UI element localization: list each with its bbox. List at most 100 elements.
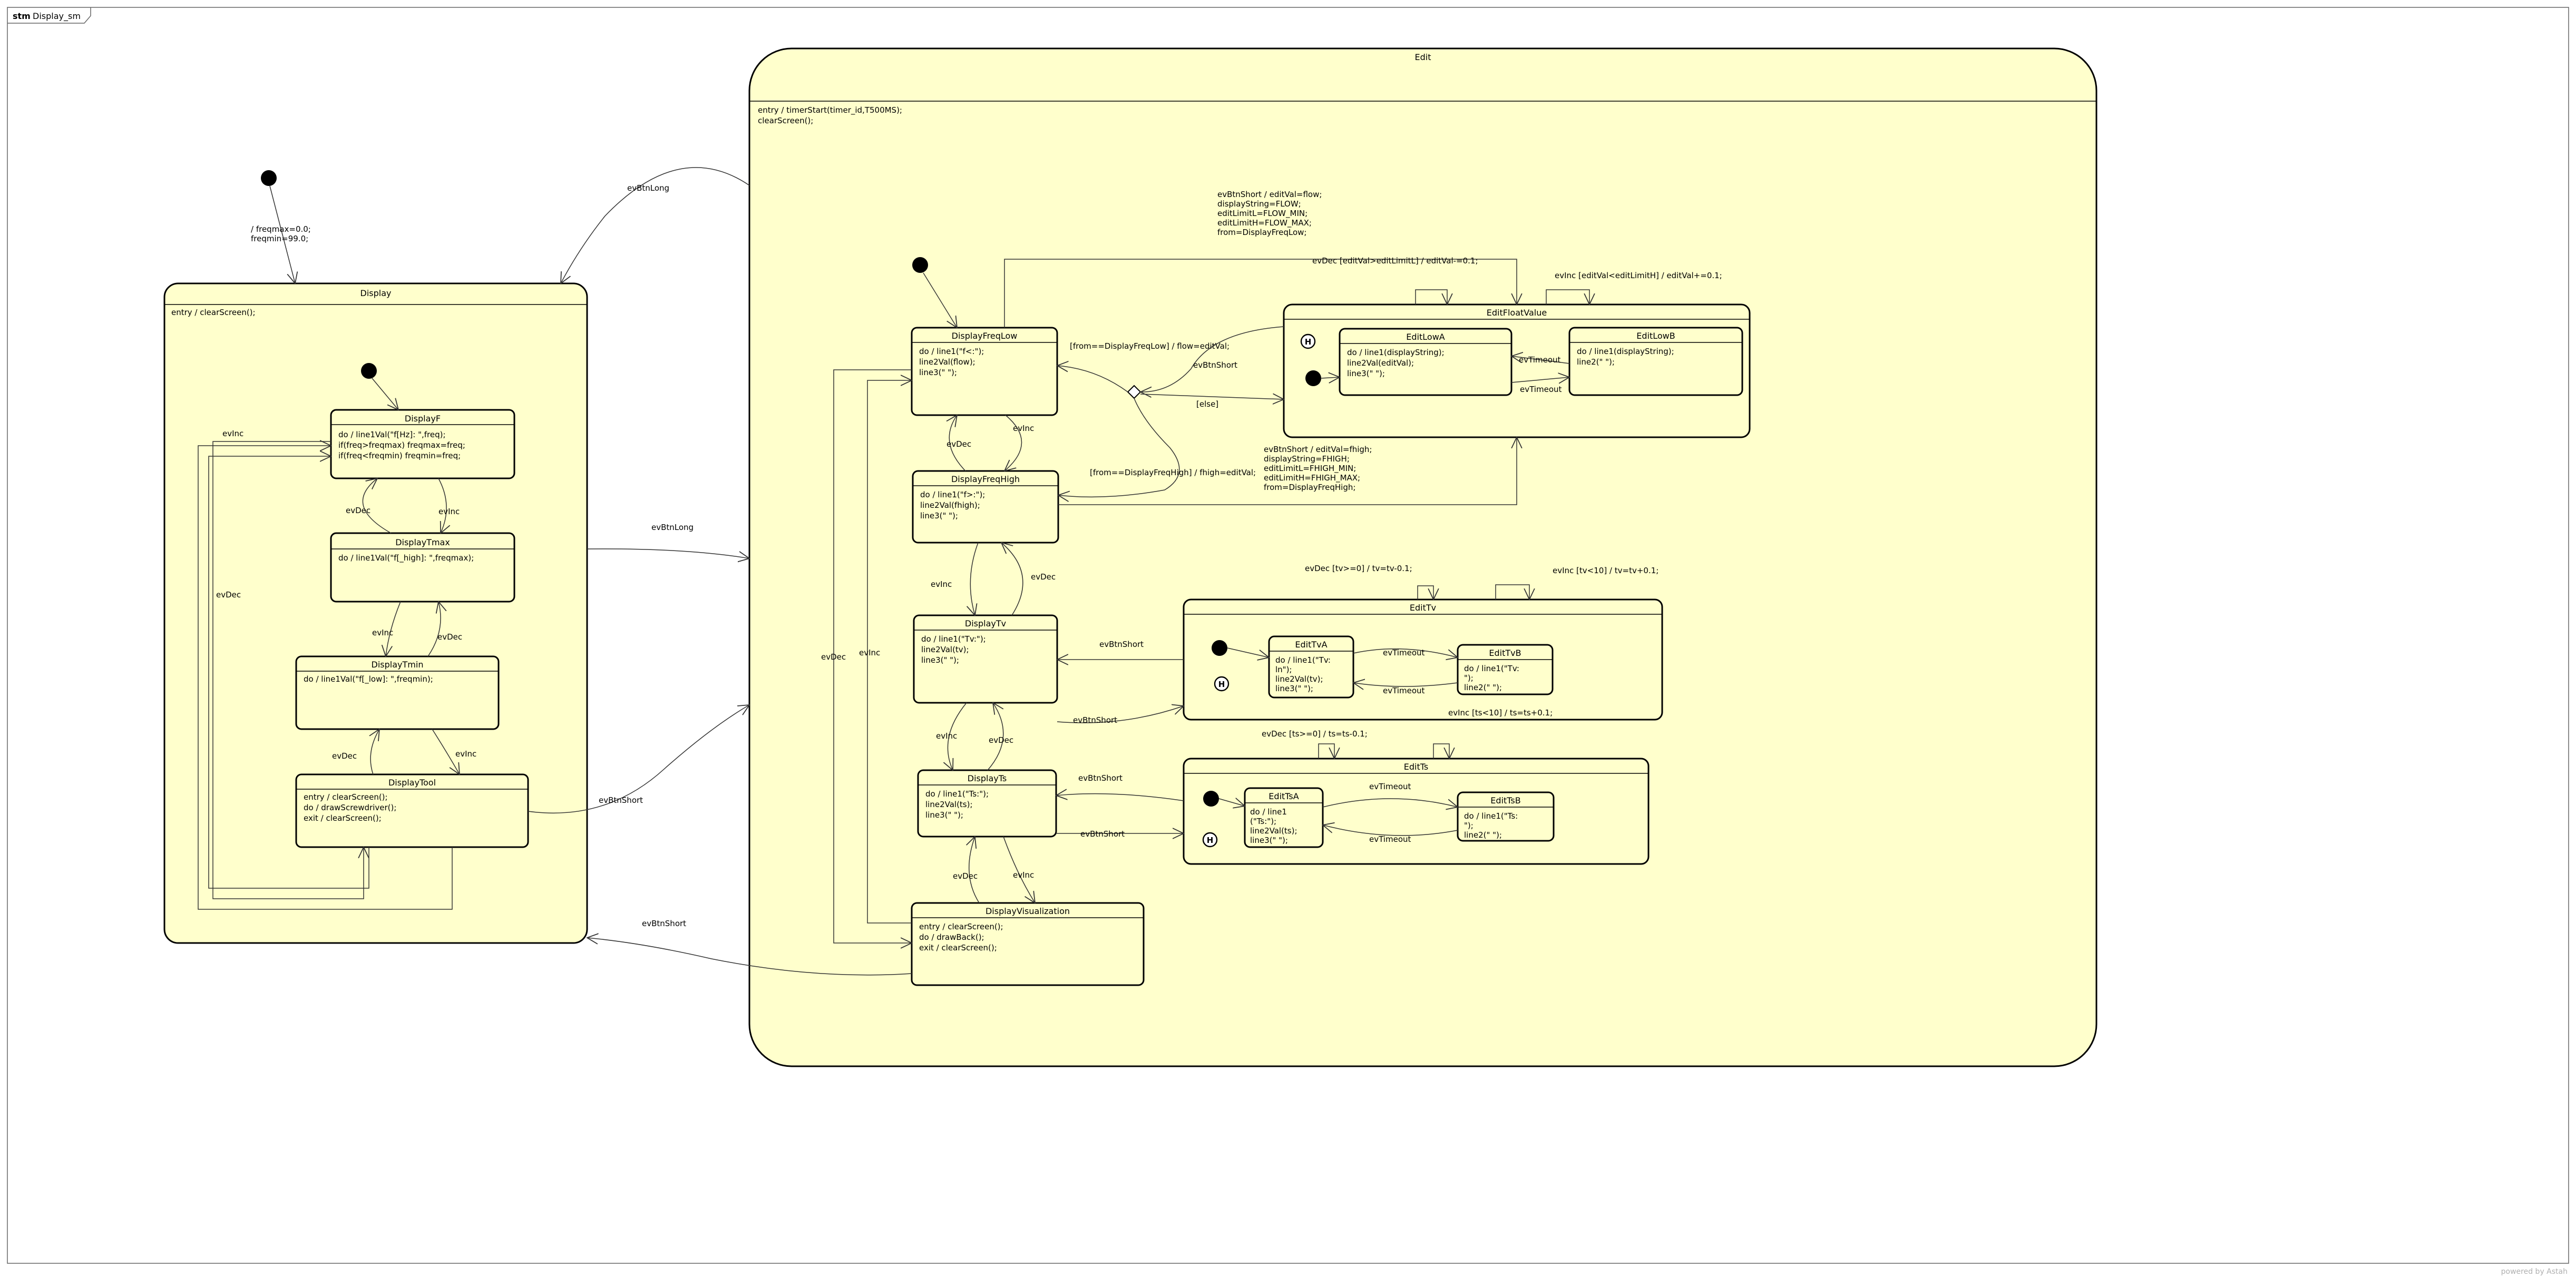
state-name: Edit [1415, 52, 1431, 62]
state-edit-tv[interactable]: EditTv [1183, 598, 1663, 721]
transition-label: evBtnShort [599, 795, 643, 805]
state-display-freq-low[interactable]: DisplayFreqLow do / line1("f<:"); line2V… [911, 327, 1058, 416]
transition-edge [1318, 743, 1334, 759]
transition-label: evInc [455, 749, 476, 759]
state-edit-low-b[interactable]: EditLowB do / line1(displayString); line… [1568, 327, 1743, 396]
transition-label: evBtnLong [627, 183, 669, 193]
state-display-freq-high[interactable]: DisplayFreqHigh do / line1("f>:"); line2… [912, 470, 1059, 544]
state-name: EditLowA [1406, 332, 1445, 342]
transition-label: evTimeout [1383, 648, 1424, 657]
transition-edge [1057, 706, 1184, 723]
state-body-line: exit / clearScreen(); [304, 813, 382, 823]
transition-edge [1495, 584, 1529, 600]
state-display-f[interactable]: DisplayF do / line1Val("f[Hz]: ",freq); … [330, 409, 515, 479]
transition-label: evTimeout [1383, 686, 1424, 695]
state-edit-low-a[interactable]: EditLowA do / line1(displayString); line… [1339, 328, 1513, 396]
state-body-line: do / line1(displayString); [1347, 348, 1445, 357]
history-pseudostate: H [1214, 676, 1230, 692]
state-body-line: entry / timerStart(timer_id,T500MS); [758, 105, 902, 115]
state-display-tmax[interactable]: DisplayTmax do / line1Val("f[_high]: ",f… [330, 532, 515, 603]
transition-label: editLimitL=FHIGH_MIN; [1264, 464, 1356, 474]
transition-edge [1511, 377, 1569, 382]
state-body-line: do / drawScrewdriver(); [304, 803, 396, 812]
state-name: DisplayTmin [372, 660, 424, 670]
state-body-line: do / line1Val("f[_high]: ",freqmax); [338, 553, 474, 563]
transition-edge [1353, 683, 1458, 686]
transition-edge [587, 548, 749, 558]
transition-label: evBtnShort [1073, 715, 1117, 725]
transition-edge [1056, 794, 1184, 801]
transition-label: evDec [437, 632, 462, 642]
state-body-line: do / line1("Tv: [1275, 655, 1331, 665]
state-display-tmin[interactable]: DisplayTmin do / line1Val("f[_low]: ",fr… [295, 655, 500, 730]
transition-edge [427, 602, 441, 657]
state-edit-tv-b[interactable]: EditTvB do / line1("Tv: "); line2(" "); [1457, 644, 1554, 695]
transition-label: evBtnShort [642, 919, 686, 928]
state-body-line: line3(" "); [921, 655, 959, 665]
transition-label: evInc [editVal<editLimitH] / editVal+=0.… [1555, 271, 1722, 280]
state-name: EditLowB [1636, 331, 1675, 341]
state-display-visualization[interactable]: DisplayVisualization entry / clearScreen… [911, 902, 1145, 986]
state-body-line: line2Val(tv); [1275, 674, 1323, 684]
transition-label: / freqmax=0.0; [251, 224, 311, 234]
transition-label: evBtnShort [1078, 773, 1123, 783]
state-body-line: line2(" "); [1464, 830, 1502, 840]
transition-edge [1058, 437, 1517, 505]
transition-label: evDec [953, 871, 978, 881]
transition-edge [1058, 398, 1180, 497]
state-body-line: do / line1("f<:"); [919, 347, 984, 356]
state-body-line: line3(" "); [1347, 369, 1385, 378]
state-name: EditTsB [1490, 795, 1520, 806]
transition-label: evInc [222, 429, 243, 438]
state-name: DisplayTool [388, 778, 436, 788]
transition-edge [438, 478, 446, 533]
state-display-tool[interactable]: DisplayTool entry / clearScreen(); do / … [295, 773, 529, 848]
state-edit-tv-a[interactable]: EditTvA do / line1("Tv: ln"); line2Val(t… [1268, 635, 1354, 699]
transition-edge [1218, 799, 1245, 806]
transition-label: evDec [tv>=0] / tv=tv-0.1; [1305, 564, 1412, 573]
transition-label: evDec [947, 439, 971, 449]
transition-label: evDec [216, 590, 241, 600]
state-body-line: line3(" "); [925, 810, 963, 820]
state-body-line: do / line1("Ts: [1464, 811, 1518, 821]
transition-label: evDec [ts>=0] / ts=ts-0.1; [1262, 729, 1368, 739]
state-body-line: ("Ts:"); [1250, 817, 1276, 826]
state-display-tv[interactable]: DisplayTv do / line1("Tv:"); line2Val(tv… [913, 614, 1058, 704]
transition-edge [1415, 289, 1447, 304]
transition-edge [1417, 585, 1433, 600]
state-name: EditTs [1404, 762, 1428, 772]
state-body-line: line3(" "); [1275, 684, 1313, 693]
transition-edge [372, 378, 398, 410]
state-body-line: line2Val(ts); [925, 800, 973, 809]
initial-pseudostate [1305, 370, 1321, 386]
initial-pseudostate [912, 257, 928, 273]
transition-edge [948, 702, 967, 770]
state-body-line: do / line1("Ts:"); [925, 789, 989, 799]
state-display-ts[interactable]: DisplayTs do / line1("Ts:"); line2Val(ts… [917, 769, 1057, 838]
transition-label: [from==DisplayFreqHigh] / fhigh=editVal; [1090, 468, 1256, 477]
transition-label: [else] [1196, 399, 1218, 409]
transition-label: evBtnShort / editVal=flow; [1217, 190, 1322, 199]
transition-label: evTimeout [1369, 782, 1411, 791]
frame-keyword: stm [13, 11, 31, 21]
transition-label: from=DisplayFreqHigh; [1264, 483, 1355, 492]
state-edit-ts-a[interactable]: EditTsA do / line1 ("Ts:"); line2Val(ts)… [1244, 787, 1324, 848]
transition-edge [1322, 798, 1458, 807]
transition-label: evTimeout [1520, 385, 1562, 394]
state-body-line: line2(" "); [1464, 683, 1502, 692]
transition-label: evInc [931, 579, 952, 589]
initial-pseudostate [361, 363, 377, 379]
transition-label: evInc [1013, 870, 1034, 880]
transition-label: evInc [372, 628, 393, 637]
transition-label: evInc [1013, 424, 1034, 433]
transition-edge [1001, 543, 1023, 616]
transition-edge [212, 441, 364, 899]
state-name: EditTsA [1269, 791, 1299, 801]
transition-label: evDec [989, 735, 1013, 745]
state-body-line: ln"); [1275, 665, 1292, 674]
state-edit-ts-b[interactable]: EditTsB do / line1("Ts: "); line2(" "); [1457, 791, 1555, 842]
history-pseudostate: H [1202, 832, 1218, 848]
state-body-line: do / line1("f>:"); [920, 490, 985, 499]
state-body-line: entry / clearScreen(); [919, 922, 1003, 931]
state-body-line: exit / clearScreen(); [919, 943, 997, 952]
